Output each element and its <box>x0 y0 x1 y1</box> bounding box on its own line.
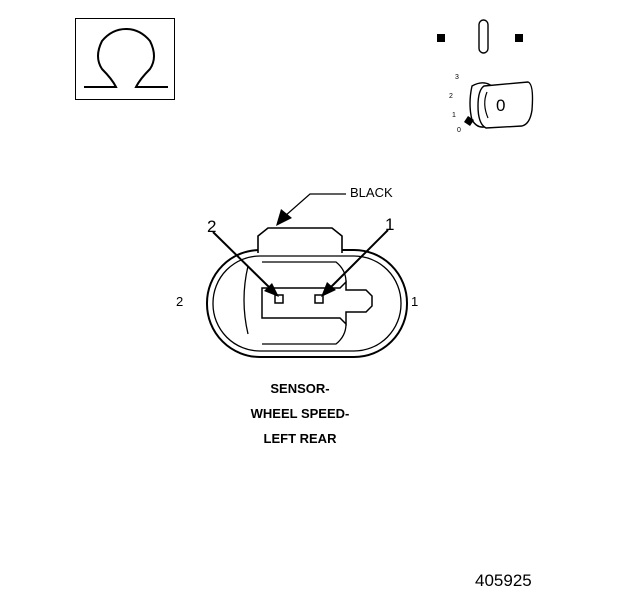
terminal-block <box>261 280 373 326</box>
key-label: 0 <box>496 96 506 115</box>
ohmmeter-symbol-box <box>75 18 175 100</box>
figure-number: 405925 <box>475 571 532 590</box>
caption-line-3: LEFT REAR <box>263 431 337 446</box>
caption-line-2: WHEEL SPEED- <box>250 406 350 421</box>
marker-left <box>437 34 445 42</box>
pin-1-callout: 1 <box>385 215 395 234</box>
callout-arrow-pin1 <box>327 229 389 291</box>
pin-1-side-label: 1 <box>411 294 419 309</box>
component-caption: SENSOR- WHEEL SPEED- LEFT REAR <box>200 376 400 451</box>
ignition-position-2: 2 <box>449 93 453 100</box>
callout-arrow-pin2 <box>212 231 273 291</box>
wire-leader-arrowhead <box>276 209 292 226</box>
key-slot-icon <box>478 19 489 54</box>
connector-shell-outer <box>206 249 408 358</box>
wire-color-label: BLACK <box>350 185 393 200</box>
ohm-symbol-icon <box>84 27 168 88</box>
terminal-1 <box>314 294 324 304</box>
marker-right <box>515 34 523 42</box>
position-indicator-icon <box>464 116 474 126</box>
wire-leader-line <box>284 193 346 217</box>
pin-2-callout: 2 <box>207 217 217 236</box>
connector-latch <box>257 227 343 253</box>
ignition-position-3: 3 <box>455 74 459 81</box>
ignition-position-1: 1 <box>452 112 456 119</box>
caption-line-1: SENSOR- <box>270 381 330 396</box>
key-cylinder-icon <box>469 82 497 128</box>
terminal-2 <box>274 294 284 304</box>
pin-2-side-label: 2 <box>176 294 184 309</box>
ignition-position-0: 0 <box>457 127 461 134</box>
connector-shell-inner <box>212 255 402 352</box>
